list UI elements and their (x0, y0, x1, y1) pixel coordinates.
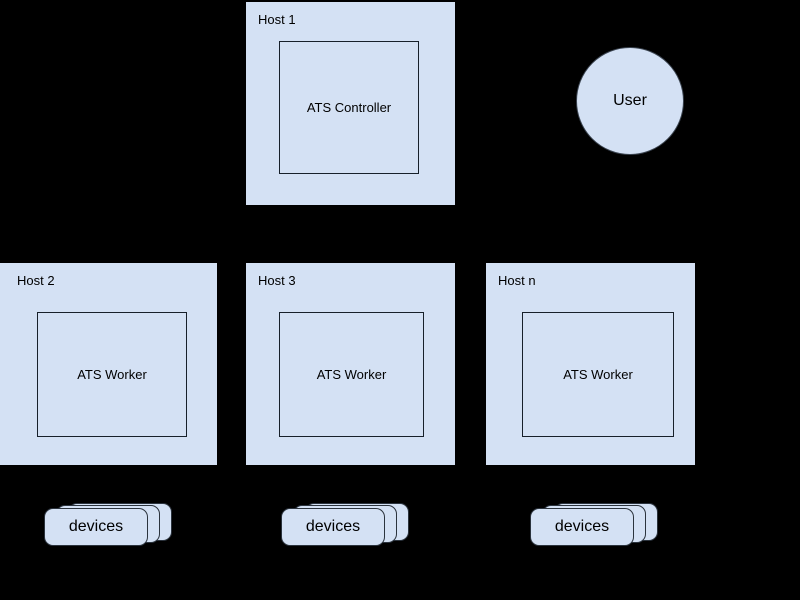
devices-label-host-n: devices (554, 518, 610, 535)
process-label-ats-controller: ATS Controller (306, 99, 392, 115)
process-box-ats-worker-host-3[interactable]: ATS Worker (279, 312, 424, 437)
devices-group-host-2[interactable]: devices (44, 503, 172, 549)
devices-label-host-3: devices (305, 518, 361, 535)
devices-group-host-3[interactable]: devices (281, 503, 409, 549)
actor-user[interactable]: User (576, 47, 684, 155)
actor-user-label: User (613, 92, 647, 109)
host-label-host-1: Host 1 (258, 12, 296, 27)
devices-sheet-front[interactable]: devices (44, 508, 148, 546)
host-label-host-n: Host n (498, 273, 536, 288)
devices-group-host-n[interactable]: devices (530, 503, 658, 549)
host-box-host-2[interactable]: Host 2 ATS Worker (0, 263, 217, 465)
process-box-ats-worker-host-2[interactable]: ATS Worker (37, 312, 187, 437)
host-box-host-1[interactable]: Host 1 ATS Controller (246, 2, 455, 205)
process-label-ats-worker-host-n: ATS Worker (563, 366, 633, 382)
host-label-host-3: Host 3 (258, 273, 296, 288)
process-box-ats-controller[interactable]: ATS Controller (279, 41, 419, 174)
devices-sheet-front[interactable]: devices (530, 508, 634, 546)
process-label-ats-worker-host-3: ATS Worker (316, 366, 387, 382)
host-label-host-2: Host 2 (17, 273, 55, 288)
devices-label-host-2: devices (68, 518, 124, 535)
process-box-ats-worker-host-n[interactable]: ATS Worker (522, 312, 674, 437)
host-box-host-3[interactable]: Host 3 ATS Worker (246, 263, 455, 465)
devices-sheet-front[interactable]: devices (281, 508, 385, 546)
process-label-ats-worker-host-2: ATS Worker (77, 366, 147, 382)
host-box-host-n[interactable]: Host n ATS Worker (486, 263, 695, 465)
